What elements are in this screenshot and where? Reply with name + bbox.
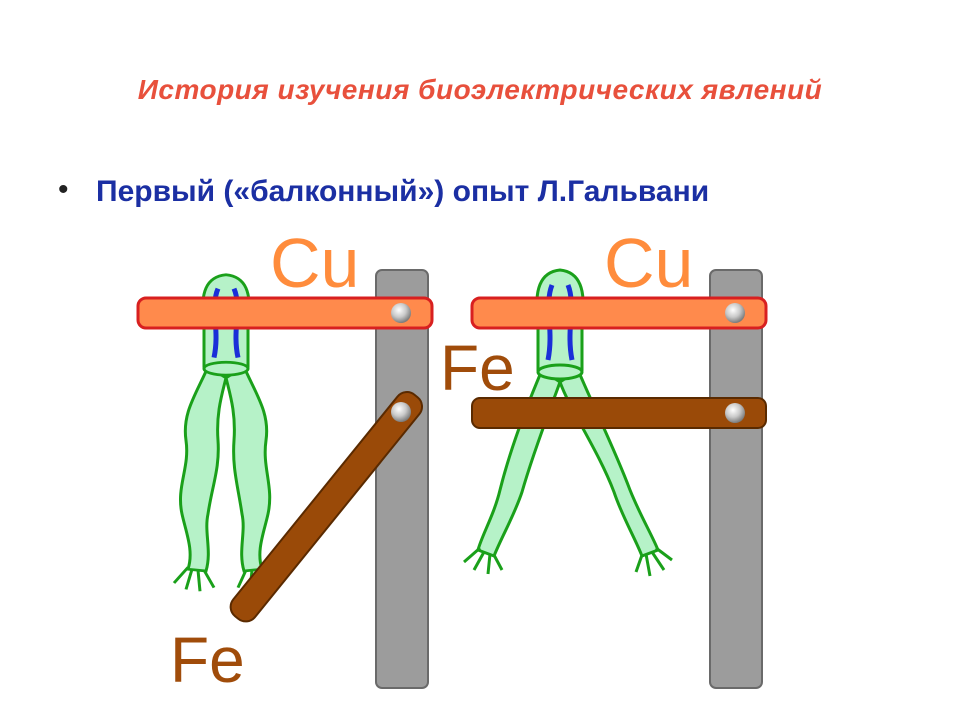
- left-copper-bar: [136, 296, 434, 330]
- right-assembly: Cu Fe: [440, 224, 768, 689]
- right-iron-rivet: [725, 403, 745, 423]
- right-iron-bar: [471, 397, 767, 429]
- left-assembly: Cu Fe: [136, 224, 434, 696]
- slide-title: История изучения биоэлектрических явлени…: [137, 74, 823, 105]
- right-iron-label: Fe: [440, 332, 515, 404]
- right-copper-bar: [470, 296, 768, 330]
- right-copper-label: Cu: [604, 224, 693, 302]
- left-iron-bar: [229, 391, 424, 623]
- left-iron-rivet: [391, 402, 411, 422]
- bullet-item: • Первый («балконный») опыт Л.Гальвани: [58, 170, 709, 214]
- left-post: [375, 269, 429, 689]
- left-iron-label: Fe: [170, 624, 245, 696]
- bullet-text: Первый («балконный») опыт Л.Гальвани: [96, 175, 710, 208]
- left-copper-label: Cu: [270, 224, 359, 302]
- left-copper-rivet: [391, 303, 411, 323]
- bullet-dot-icon: •: [58, 173, 69, 206]
- right-post: [709, 269, 763, 689]
- right-copper-rivet: [725, 303, 745, 323]
